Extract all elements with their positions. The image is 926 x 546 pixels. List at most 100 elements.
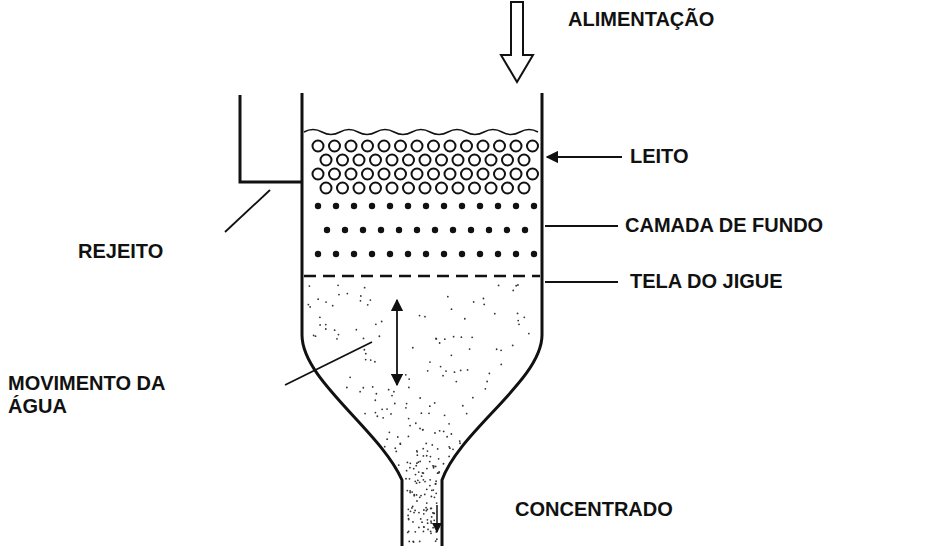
fine-particle xyxy=(431,444,433,446)
fine-particle xyxy=(438,458,440,460)
bed-particle xyxy=(362,141,373,152)
bed-particle xyxy=(387,183,398,194)
fine-particle xyxy=(365,353,367,355)
fine-particle xyxy=(430,496,432,498)
bed-particle xyxy=(436,183,447,194)
fine-particle xyxy=(421,475,423,477)
fine-particle xyxy=(406,403,408,405)
fine-particle xyxy=(416,494,418,496)
fine-particle xyxy=(408,378,410,380)
heavy-particle xyxy=(315,203,321,209)
screen-label: TELA DO JIGUE xyxy=(630,270,783,293)
fine-particle xyxy=(412,521,414,523)
fine-particle xyxy=(437,472,439,474)
heavy-particle xyxy=(405,251,411,257)
bed-particle xyxy=(321,183,332,194)
fine-particle xyxy=(486,381,488,383)
vessel-wall xyxy=(302,93,402,546)
fine-particle xyxy=(412,347,414,349)
bed-particle xyxy=(420,155,431,166)
heavy-particle xyxy=(495,203,501,209)
fine-particle xyxy=(422,479,424,481)
fine-particle xyxy=(442,375,444,377)
fine-particle xyxy=(427,370,429,372)
fine-particle xyxy=(406,490,408,492)
bed-particle xyxy=(412,169,423,180)
fine-particle xyxy=(422,472,424,474)
fine-particle xyxy=(419,496,421,498)
fine-particle xyxy=(483,298,485,300)
fine-particle xyxy=(409,478,411,480)
bed-particle xyxy=(486,183,497,194)
fine-particle xyxy=(416,454,418,456)
heavy-particle xyxy=(477,203,483,209)
bed-particle xyxy=(354,155,365,166)
fine-particle xyxy=(425,507,427,509)
fine-particle xyxy=(451,308,453,310)
fine-particle xyxy=(419,461,421,463)
fine-particle xyxy=(309,306,311,308)
fine-particle xyxy=(409,425,411,427)
fine-particle xyxy=(494,313,496,315)
fine-particle xyxy=(431,507,433,509)
fine-particle xyxy=(422,472,424,474)
fine-particle xyxy=(410,510,412,512)
fine-particle xyxy=(432,527,434,529)
fine-particle xyxy=(429,361,431,363)
fine-particle xyxy=(500,349,502,351)
fine-particle xyxy=(430,508,432,510)
bed-particle xyxy=(428,169,439,180)
fine-particle xyxy=(381,321,383,323)
fine-particle xyxy=(375,323,377,325)
heavy-particle xyxy=(378,227,384,233)
fine-particle xyxy=(498,285,500,287)
fine-particle xyxy=(338,334,340,336)
fine-particle xyxy=(399,443,401,445)
heavy-particle xyxy=(441,203,447,209)
fine-particle xyxy=(426,455,428,457)
fine-particle xyxy=(427,522,429,524)
fine-particle xyxy=(450,354,452,356)
feed-label: ALIMENTAÇÃO xyxy=(568,8,714,31)
bed-particle xyxy=(337,155,348,166)
fine-particle xyxy=(417,479,419,481)
fine-particle xyxy=(346,293,348,295)
fine-particle xyxy=(359,391,361,393)
heavy-particle xyxy=(360,227,366,233)
fine-particle xyxy=(414,531,416,533)
bed-particle xyxy=(445,169,456,180)
fine-particle xyxy=(332,305,334,307)
fine-particle xyxy=(488,373,490,375)
fine-particle xyxy=(408,541,410,543)
fine-particle xyxy=(420,518,422,520)
fine-particle xyxy=(381,408,383,410)
fine-particle xyxy=(406,470,408,472)
bed-particle xyxy=(420,183,431,194)
fine-particle xyxy=(423,526,425,528)
bed-label: LEITO xyxy=(630,145,689,168)
leader-line xyxy=(545,281,618,283)
heavy-particle xyxy=(468,227,474,233)
bed-particle xyxy=(494,169,505,180)
fine-particle xyxy=(434,496,436,498)
leader-line xyxy=(225,190,270,232)
fine-particle xyxy=(419,428,421,430)
heavy-particle xyxy=(333,251,339,257)
fine-particle xyxy=(430,522,432,524)
heavy-particle xyxy=(450,227,456,233)
heavy-particle xyxy=(477,251,483,257)
fine-particle xyxy=(439,430,441,432)
fine-particle xyxy=(418,512,420,514)
heavy-particle xyxy=(459,203,465,209)
bed-particle xyxy=(403,183,414,194)
fine-particle xyxy=(419,541,421,543)
heavy-particle xyxy=(351,251,357,257)
fine-particle xyxy=(426,502,428,504)
fine-particle xyxy=(515,285,517,287)
bed-particle xyxy=(511,169,522,180)
fine-particle xyxy=(422,429,424,431)
fine-particle xyxy=(409,467,411,469)
heavy-particle xyxy=(513,203,519,209)
fine-particle xyxy=(384,446,386,448)
leader-line xyxy=(545,225,618,227)
